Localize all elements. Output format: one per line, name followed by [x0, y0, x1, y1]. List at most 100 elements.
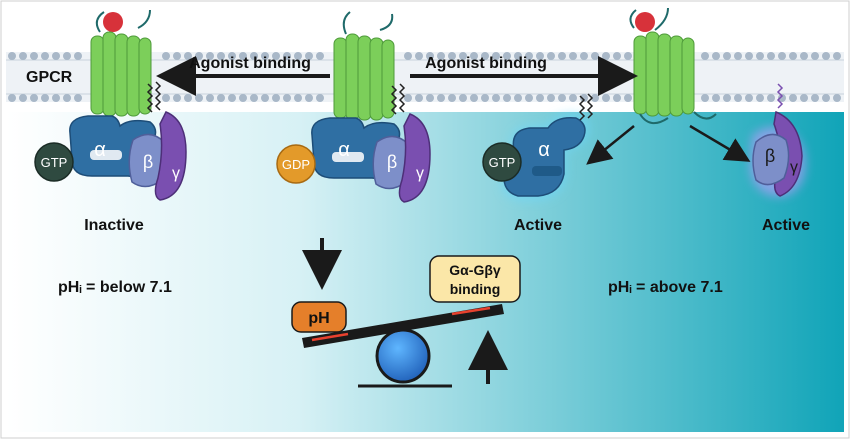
- lipid-head: [492, 94, 500, 102]
- lipid-head: [547, 52, 555, 60]
- lipid-head: [162, 52, 170, 60]
- lipid-head: [415, 52, 423, 60]
- alpha-symbol: α: [338, 139, 350, 161]
- beta-symbol: β: [765, 146, 775, 166]
- lipid-head: [822, 52, 830, 60]
- lipid-head: [789, 94, 797, 102]
- lipid-head: [8, 94, 16, 102]
- gdp-icon: [276, 144, 316, 184]
- lipid-head: [833, 94, 841, 102]
- lipid-head: [305, 94, 313, 102]
- lipid-head: [580, 94, 588, 102]
- lipid-head: [481, 52, 489, 60]
- lipid-head: [217, 52, 225, 60]
- lipid-head: [624, 94, 632, 102]
- lipid-head: [52, 94, 60, 102]
- lipid-head: [459, 52, 467, 60]
- lipid-head: [41, 94, 49, 102]
- alpha-symbol: α: [94, 139, 106, 161]
- lipid-head: [228, 94, 236, 102]
- gtp-label: GTP: [489, 155, 516, 170]
- lipid-head: [261, 52, 269, 60]
- lipid-head: [206, 52, 214, 60]
- lipid-head: [822, 94, 830, 102]
- gpcr-receptor-active: [629, 7, 717, 125]
- gtp-icon: [34, 142, 74, 182]
- lipid-head: [734, 52, 742, 60]
- lipid-head: [404, 94, 412, 102]
- lipid-head: [800, 52, 808, 60]
- seesaw: [302, 304, 504, 388]
- active-alpha-subunit: [482, 93, 594, 200]
- lipid-head: [162, 94, 170, 102]
- lipid-head: [569, 52, 577, 60]
- ligand-icon: [635, 12, 655, 32]
- lipid-head: [789, 52, 797, 60]
- lipid-head: [415, 94, 423, 102]
- binding-box-line1: Gα-Gβγ: [449, 262, 501, 278]
- lipid-head: [811, 52, 819, 60]
- lipid-head: [547, 94, 555, 102]
- lipid-head: [30, 94, 38, 102]
- gdp-label: GDP: [282, 157, 310, 172]
- lipid-head: [261, 94, 269, 102]
- lipid-head: [195, 94, 203, 102]
- lipid-head: [514, 94, 522, 102]
- lipid-head: [173, 94, 181, 102]
- lipid-head: [195, 52, 203, 60]
- lipid-head: [767, 94, 775, 102]
- lipid-head: [734, 94, 742, 102]
- agonist-binding-left-label: Agonist binding: [189, 55, 311, 72]
- lipid-head: [426, 52, 434, 60]
- lipid-head: [250, 94, 258, 102]
- lipid-head: [503, 52, 511, 60]
- alpha-symbol: α: [538, 139, 550, 161]
- lipid-head: [283, 94, 291, 102]
- lipid-head: [8, 52, 16, 60]
- lipid-head: [228, 52, 236, 60]
- g-protein-middle: [276, 113, 431, 203]
- beta-symbol: β: [387, 152, 397, 172]
- ph-box: [291, 301, 347, 333]
- lipid-head: [591, 52, 599, 60]
- lipid-head: [503, 94, 511, 102]
- gamma-symbol: γ: [416, 165, 424, 182]
- lipid-head: [294, 52, 302, 60]
- lipid-head: [833, 52, 841, 60]
- lipid-head: [448, 52, 456, 60]
- lipid-head: [492, 52, 500, 60]
- lipid-head: [701, 94, 709, 102]
- g-protein-inactive: [34, 111, 187, 201]
- gamma-subunit: [154, 111, 187, 201]
- lipid-head: [613, 94, 621, 102]
- ph-box-label: pH: [308, 310, 329, 327]
- binding-box: [429, 255, 521, 303]
- lipid-head: [173, 52, 181, 60]
- lipid-head: [811, 94, 819, 102]
- release-arrow-alpha: [586, 125, 635, 165]
- lipid-head: [470, 52, 478, 60]
- active-beta-gamma-label: Active: [762, 217, 810, 234]
- lipid-head: [525, 52, 533, 60]
- inactive-label: Inactive: [84, 217, 144, 234]
- lipid-head: [41, 52, 49, 60]
- agonist-binding-right-label: Agonist binding: [425, 55, 547, 72]
- lipid-head: [426, 94, 434, 102]
- lipid-head: [558, 94, 566, 102]
- lipid-head: [778, 52, 786, 60]
- lipid-head: [459, 94, 467, 102]
- release-arrow-bg: [689, 124, 751, 162]
- gamma-symbol: γ: [790, 159, 798, 176]
- lipid-head: [756, 52, 764, 60]
- lipid-head: [624, 52, 632, 60]
- lipid-head: [63, 52, 71, 60]
- ligand-icon: [103, 12, 123, 32]
- lipid-head: [756, 94, 764, 102]
- lipid-head: [800, 94, 808, 102]
- gpcr-label: GPCR: [26, 69, 73, 86]
- lipid-head: [19, 52, 27, 60]
- lipid-head: [602, 52, 610, 60]
- lipid-head: [239, 94, 247, 102]
- lipid-head: [74, 94, 82, 102]
